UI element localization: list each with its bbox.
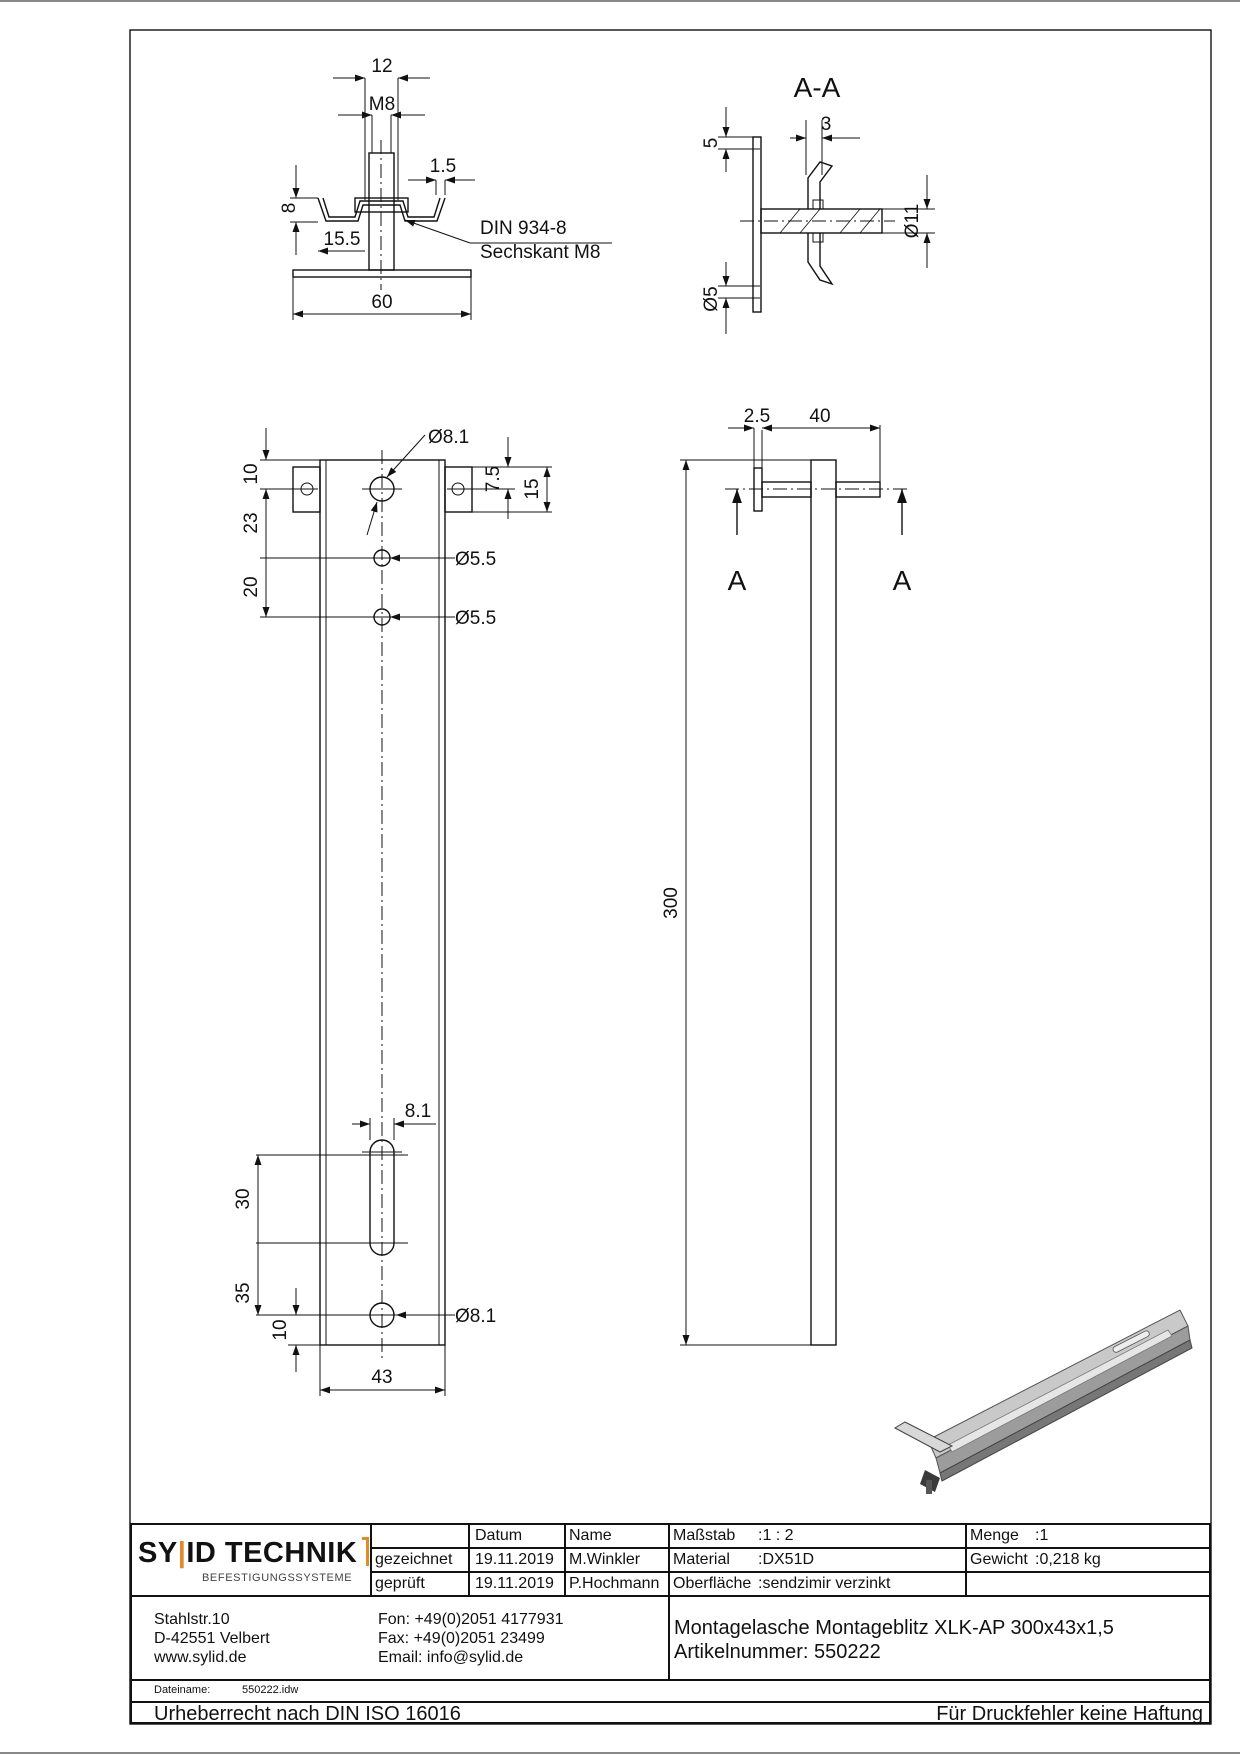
material-value: :DX51D [758, 1551, 815, 1568]
section-a-a: A-A 3 5 Ø5 Ø11 [701, 72, 935, 334]
dim-43: 43 [371, 1367, 392, 1388]
header-name: Name [569, 1527, 612, 1544]
drawing-frame [129, 29, 1212, 1725]
contact-email: Email: info@sylid.de [378, 1649, 524, 1666]
row-geprueft-date: 19.11.2019 [475, 1575, 554, 1592]
product-title: Montagelasche Montageblitz XLK-AP 300x43… [674, 1617, 1114, 1639]
dim-m8: M8 [369, 94, 395, 115]
row-geprueft-name: P.Hochmann [569, 1575, 660, 1592]
side-dim-300: 300 [661, 887, 682, 919]
filename-value: 550222.idw [242, 1684, 299, 1696]
company-logo: SY|ID TECHNIK [138, 1537, 369, 1570]
dim-30: 30 [233, 1188, 254, 1209]
section-dim-dia5: Ø5 [701, 286, 722, 311]
product-article-number: Artikelnummer: 550222 [674, 1641, 881, 1663]
section-title: A-A [794, 72, 841, 103]
gewicht-value: :0,218 kg [1035, 1551, 1101, 1568]
oberflaeche-label: Oberfläche [673, 1575, 752, 1592]
row-gezeichnet-date: 19.11.2019 [475, 1551, 554, 1568]
dim-1-5: 1.5 [430, 156, 456, 177]
dim-20: 20 [241, 576, 262, 597]
dim-7-5: 7.5 [483, 466, 504, 492]
disclaimer-note: Für Druckfehler keine Haftung [936, 1703, 1203, 1725]
section-dim-dia11: Ø11 [902, 204, 923, 239]
menge-label: Menge [970, 1527, 1019, 1544]
title-block: SY|ID TECHNIK BEFESTIGUNGSSYSTEME Datum … [130, 1523, 1211, 1725]
dim-dia-8-1-bottom: Ø8.1 [455, 1306, 496, 1327]
section-marker-a-left: A [728, 565, 747, 596]
dim-23: 23 [241, 512, 262, 533]
row-gezeichnet-name: M.Winkler [569, 1551, 641, 1568]
oberflaeche-value: :sendzimir verzinkt [758, 1575, 891, 1592]
company-logo-subtitle: BEFESTIGUNGSSYSTEME [202, 1572, 353, 1584]
side-view: 2.5 40 300 A A [661, 406, 912, 1346]
menge-value: :1 [1035, 1527, 1049, 1544]
row-gezeichnet-label: gezeichnet [375, 1551, 453, 1568]
dim-15: 15 [522, 478, 543, 499]
dim-10-top: 10 [241, 463, 262, 484]
dim-dia-5-5-b: Ø5.5 [455, 608, 496, 629]
nut-note-line1: DIN 934-8 [480, 218, 567, 239]
front-view: 10 23 20 Ø8.1 7.5 15 Ø5.5 Ø5.5 8.1 30 35… [233, 427, 552, 1396]
dim-dia-8-1-top: Ø8.1 [428, 427, 469, 448]
dim-15-5: 15.5 [324, 229, 361, 250]
side-dim-40: 40 [809, 406, 830, 427]
dim-60: 60 [371, 292, 392, 313]
row-geprueft-label: geprüft [375, 1575, 425, 1592]
top-view: 12 M8 1.5 8 15.5 60 DIN 934-8 Sechskant … [279, 56, 612, 320]
address-street: Stahlstr.10 [154, 1611, 230, 1628]
dim-slot-8-1: 8.1 [405, 1101, 431, 1122]
dim-35: 35 [233, 1282, 254, 1303]
massstab-label: Maßstab [673, 1527, 736, 1544]
dim-10-bottom: 10 [270, 1319, 291, 1340]
nut-note-line2: Sechskant M8 [480, 242, 600, 263]
product-3d-preview [893, 1309, 1193, 1494]
address-web: www.sylid.de [154, 1649, 247, 1666]
contact-fon: Fon: +49(0)2051 4177931 [378, 1611, 564, 1628]
dim-dia-5-5-a: Ø5.5 [455, 549, 496, 570]
material-label: Material [673, 1551, 730, 1568]
header-datum: Datum [475, 1527, 523, 1544]
dim-8: 8 [279, 203, 300, 214]
contact-fax: Fax: +49(0)2051 23499 [378, 1630, 545, 1647]
filename-label: Dateiname: [154, 1684, 211, 1696]
address-city: D-42551 Velbert [154, 1630, 270, 1647]
dim-12: 12 [371, 56, 392, 77]
side-dim-2-5: 2.5 [744, 406, 770, 427]
section-dim-5: 5 [701, 138, 722, 149]
massstab-value: :1 : 2 [758, 1527, 794, 1544]
section-marker-a-right: A [893, 565, 912, 596]
copyright-note: Urheberrecht nach DIN ISO 16016 [154, 1703, 461, 1725]
section-dim-3: 3 [821, 114, 832, 135]
gewicht-label: Gewicht [970, 1551, 1028, 1568]
